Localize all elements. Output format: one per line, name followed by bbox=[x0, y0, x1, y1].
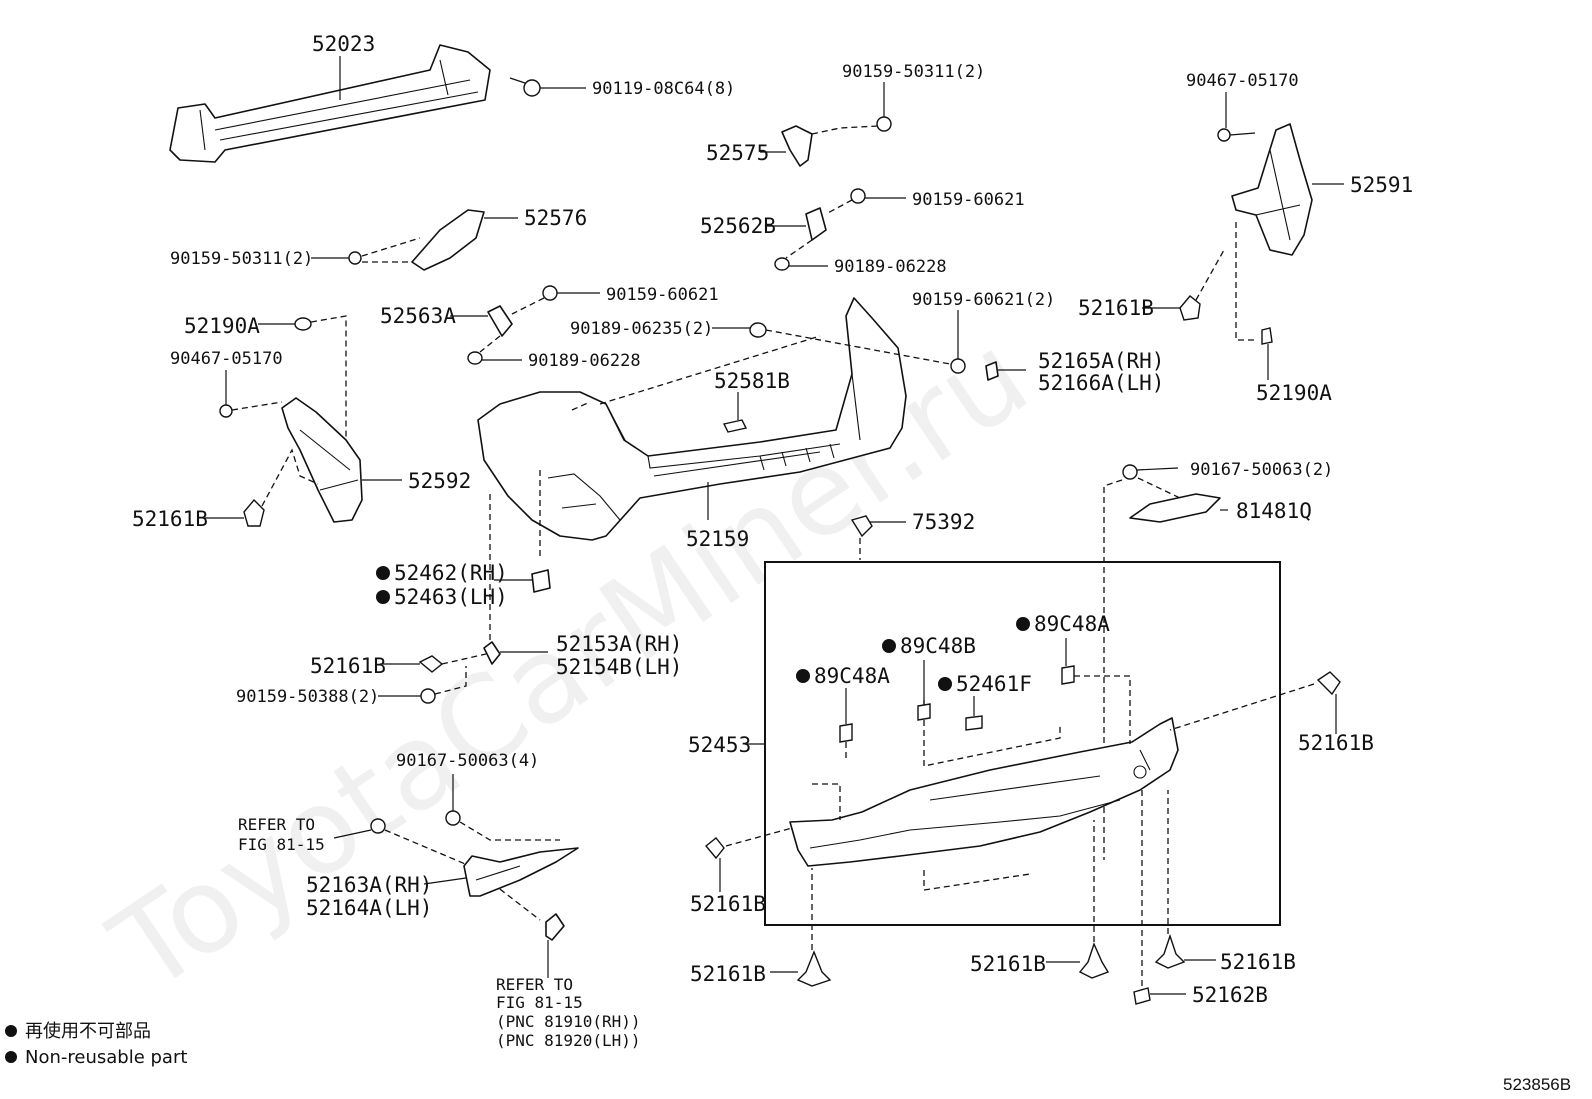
label-89C48A-a[interactable]: 89C48A bbox=[1034, 612, 1110, 636]
clip-52161B-right-upper[interactable] bbox=[1142, 249, 1273, 380]
label-90189-06228-b[interactable]: 90189-06228 bbox=[528, 351, 641, 371]
clip-89C48A-left[interactable] bbox=[839, 688, 853, 760]
label-52023[interactable]: 52023 bbox=[312, 32, 375, 56]
label-90189-06228-a[interactable]: 90189-06228 bbox=[834, 257, 947, 277]
label-52576[interactable]: 52576 bbox=[524, 206, 587, 230]
part-81481Q-reflector[interactable] bbox=[1103, 464, 1228, 860]
label-52161B-right-top[interactable]: 52161B bbox=[1078, 296, 1154, 320]
part-52462-cap[interactable] bbox=[489, 494, 551, 648]
part-52592-bracket[interactable] bbox=[204, 315, 402, 527]
label-52162B[interactable]: 52162B bbox=[1192, 983, 1268, 1007]
label-52591[interactable]: 52591 bbox=[1350, 173, 1413, 197]
non-reusable-dot-icon bbox=[938, 677, 952, 691]
label-52161B-b3[interactable]: 52161B bbox=[1220, 950, 1296, 974]
label-52161B-lc[interactable]: 52161B bbox=[690, 892, 766, 916]
non-reusable-dot-icon bbox=[5, 1025, 17, 1037]
clip-52161B-bottom-2[interactable] bbox=[1046, 820, 1110, 979]
label-90159-60621-a[interactable]: 90159-60621 bbox=[912, 190, 1025, 210]
label-52562B[interactable]: 52562B bbox=[700, 214, 776, 238]
label-52461F[interactable]: 52461F bbox=[956, 672, 1032, 696]
label-90167-50063-4[interactable]: 90167-50063(4) bbox=[396, 751, 539, 771]
refer-top-line1: REFER TO bbox=[238, 815, 315, 834]
clip-52161B-left-corner[interactable] bbox=[705, 827, 793, 892]
label-52161B-mid[interactable]: 52161B bbox=[310, 654, 386, 678]
clip-89C48A-right[interactable] bbox=[1061, 638, 1075, 685]
clip-90189-06235-icon bbox=[712, 322, 951, 365]
clip-52161B-bottom-1[interactable] bbox=[770, 868, 832, 987]
non-reusable-dot-icon bbox=[1016, 617, 1030, 631]
label-52159[interactable]: 52159 bbox=[686, 527, 749, 551]
part-52023-reinforcement[interactable] bbox=[169, 44, 491, 163]
label-90467-left[interactable]: 90467-05170 bbox=[170, 349, 283, 369]
label-90189-06235[interactable]: 90189-06235(2) bbox=[570, 319, 713, 339]
label-90119[interactable]: 90119-08C64(8) bbox=[592, 79, 735, 99]
label-52161B-rc[interactable]: 52161B bbox=[1298, 731, 1374, 755]
label-52153A[interactable]: 52153A(RH) bbox=[556, 632, 682, 656]
clip-52161B-right-corner[interactable] bbox=[1169, 671, 1341, 734]
label-89C48B[interactable]: 89C48B bbox=[900, 634, 976, 658]
label-52592[interactable]: 52592 bbox=[408, 469, 471, 493]
label-52453[interactable]: 52453 bbox=[688, 733, 751, 757]
part-75392-emblem[interactable] bbox=[850, 515, 906, 560]
label-52575[interactable]: 52575 bbox=[706, 141, 769, 165]
label-90159-60621-b[interactable]: 90159-60621 bbox=[606, 285, 719, 305]
non-reusable-dot-icon bbox=[796, 669, 810, 683]
legend-japanese: 再使用不可部品 bbox=[25, 1021, 151, 1042]
refer-bottom-line4: (PNC 81920(LH)) bbox=[496, 1031, 641, 1050]
label-52161B-left[interactable]: 52161B bbox=[132, 507, 208, 531]
label-52166A[interactable]: 52166A(LH) bbox=[1038, 371, 1164, 395]
non-reusable-dot-icon bbox=[5, 1051, 17, 1063]
label-90159-50388[interactable]: 90159-50388(2) bbox=[236, 687, 379, 707]
label-52563A[interactable]: 52563A bbox=[380, 304, 456, 328]
part-52576-bracket[interactable] bbox=[311, 209, 518, 271]
refer-bottom-line1: REFER TO bbox=[496, 975, 573, 994]
label-90159-50311-left[interactable]: 90159-50311(2) bbox=[170, 249, 313, 269]
label-90159-50311-top[interactable]: 90159-50311(2) bbox=[842, 62, 985, 82]
part-52575-bracket[interactable] bbox=[760, 82, 892, 167]
figure-id: 523856B bbox=[1503, 1075, 1571, 1094]
non-reusable-dot-icon bbox=[376, 590, 390, 604]
label-52190A-left[interactable]: 52190A bbox=[184, 314, 260, 338]
part-52153A-bracket[interactable] bbox=[378, 641, 548, 704]
non-reusable-dot-icon bbox=[882, 639, 896, 653]
bolt-90119-icon bbox=[509, 77, 586, 97]
non-reusable-dot-icon bbox=[376, 566, 390, 580]
refer-bottom-line2[interactable]: FIG 81-15 bbox=[496, 993, 583, 1012]
refer-bottom-line3: (PNC 81910(RH)) bbox=[496, 1012, 641, 1031]
part-52163A-bracket[interactable] bbox=[333, 774, 579, 978]
clip-89C48B[interactable] bbox=[917, 660, 931, 721]
label-90467-right[interactable]: 90467-05170 bbox=[1186, 71, 1299, 91]
clip-52162B[interactable] bbox=[1133, 790, 1186, 1005]
clip-52461F[interactable] bbox=[965, 696, 983, 731]
refer-top-line2[interactable]: FIG 81-15 bbox=[238, 835, 325, 854]
label-52161B-b2[interactable]: 52161B bbox=[970, 952, 1046, 976]
label-52164A[interactable]: 52164A(LH) bbox=[306, 896, 432, 920]
part-52563A-bracket[interactable] bbox=[450, 285, 600, 365]
clip-52161B-bottom-3[interactable] bbox=[1154, 790, 1216, 969]
label-52463[interactable]: 52463(LH) bbox=[394, 585, 508, 609]
label-52154B[interactable]: 52154B(LH) bbox=[556, 655, 682, 679]
label-52163A[interactable]: 52163A(RH) bbox=[306, 873, 432, 897]
part-52562B-bracket[interactable] bbox=[765, 188, 906, 271]
label-75392[interactable]: 75392 bbox=[912, 510, 975, 534]
part-52165A-bracket[interactable] bbox=[950, 310, 1026, 381]
label-52165A[interactable]: 52165A(RH) bbox=[1038, 349, 1164, 373]
label-52161B-b1[interactable]: 52161B bbox=[690, 962, 766, 986]
label-52581B[interactable]: 52581B bbox=[714, 369, 790, 393]
inset-frame bbox=[764, 561, 1281, 926]
label-89C48A-b[interactable]: 89C48A bbox=[814, 664, 890, 688]
label-90159-60621-2[interactable]: 90159-60621(2) bbox=[912, 290, 1055, 310]
label-52190A-right[interactable]: 52190A bbox=[1256, 381, 1332, 405]
label-81481Q[interactable]: 81481Q bbox=[1236, 499, 1312, 523]
part-52453-lower-skirt[interactable] bbox=[745, 675, 1179, 891]
label-90167-50063-2[interactable]: 90167-50063(2) bbox=[1190, 460, 1333, 480]
part-52159-bumper-cover[interactable] bbox=[477, 297, 907, 560]
part-52591-bracket[interactable] bbox=[1217, 92, 1344, 341]
legend-english: Non-reusable part bbox=[25, 1047, 187, 1068]
label-52462[interactable]: 52462(RH) bbox=[394, 561, 508, 585]
